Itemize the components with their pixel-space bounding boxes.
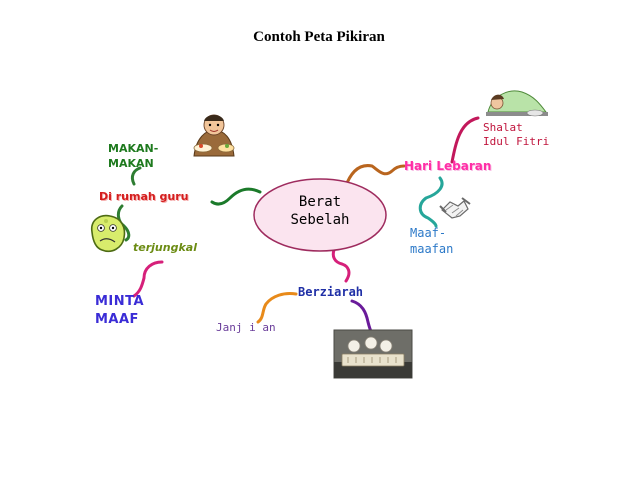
friends-tiles-icon — [333, 329, 413, 379]
branch-di-rumah-guru: Di rumah guru — [99, 190, 189, 203]
connector-hari-lebaran — [343, 164, 406, 190]
branch-makan-makan-line2: MAKAN — [108, 156, 154, 170]
center-node-label-line1: Berat — [298, 194, 342, 210]
branch-janjian: Janj i an — [216, 321, 276, 334]
branch-berziarah: Berziarah — [298, 285, 364, 299]
praying-person-icon — [484, 84, 548, 118]
branch-maaf-maafan-line1: Maaf- — [410, 226, 447, 240]
handshake-icon — [439, 197, 471, 219]
center-node-label-line2: Sebelah — [290, 211, 350, 228]
branch-hari-lebaran: Hari Lebaran — [404, 159, 492, 173]
branch-maaf-maafan: Maaf- maafan — [410, 226, 453, 257]
branch-minta-maaf-line1: MINTA — [95, 294, 145, 309]
page-title: Contoh Peta Pikiran — [253, 29, 385, 45]
connector-makan — [130, 166, 142, 186]
branch-shalat-line2: Idul Fitri — [483, 134, 550, 148]
branch-shalat-line1: Shalat — [483, 121, 523, 134]
connector-minta-maaf — [132, 260, 164, 298]
branch-minta-maaf: MINTA MAAF — [95, 293, 144, 329]
connector-shalat — [450, 116, 480, 164]
branch-makan-makan: MAKAN- MAKAN — [108, 142, 158, 172]
branch-terjungkal: terjungkal — [133, 241, 197, 254]
center-node — [253, 178, 387, 252]
connector-di-rumah-guru — [210, 187, 262, 206]
dizzy-face-icon — [90, 214, 126, 253]
branch-minta-maaf-line2: MAAF — [95, 312, 139, 328]
connector-maaf-maafan — [418, 176, 444, 228]
connector-berziarah — [331, 248, 351, 283]
branch-maaf-maafan-line2: maafan — [410, 241, 454, 256]
branch-shalat: Shalat Idul Fitri — [483, 121, 549, 149]
eating-person-icon — [190, 112, 236, 158]
branch-makan-makan-line1: MAKAN- — [108, 142, 159, 155]
center-node-label: Berat Sebelah — [270, 194, 370, 229]
connector-janjian — [256, 292, 298, 324]
